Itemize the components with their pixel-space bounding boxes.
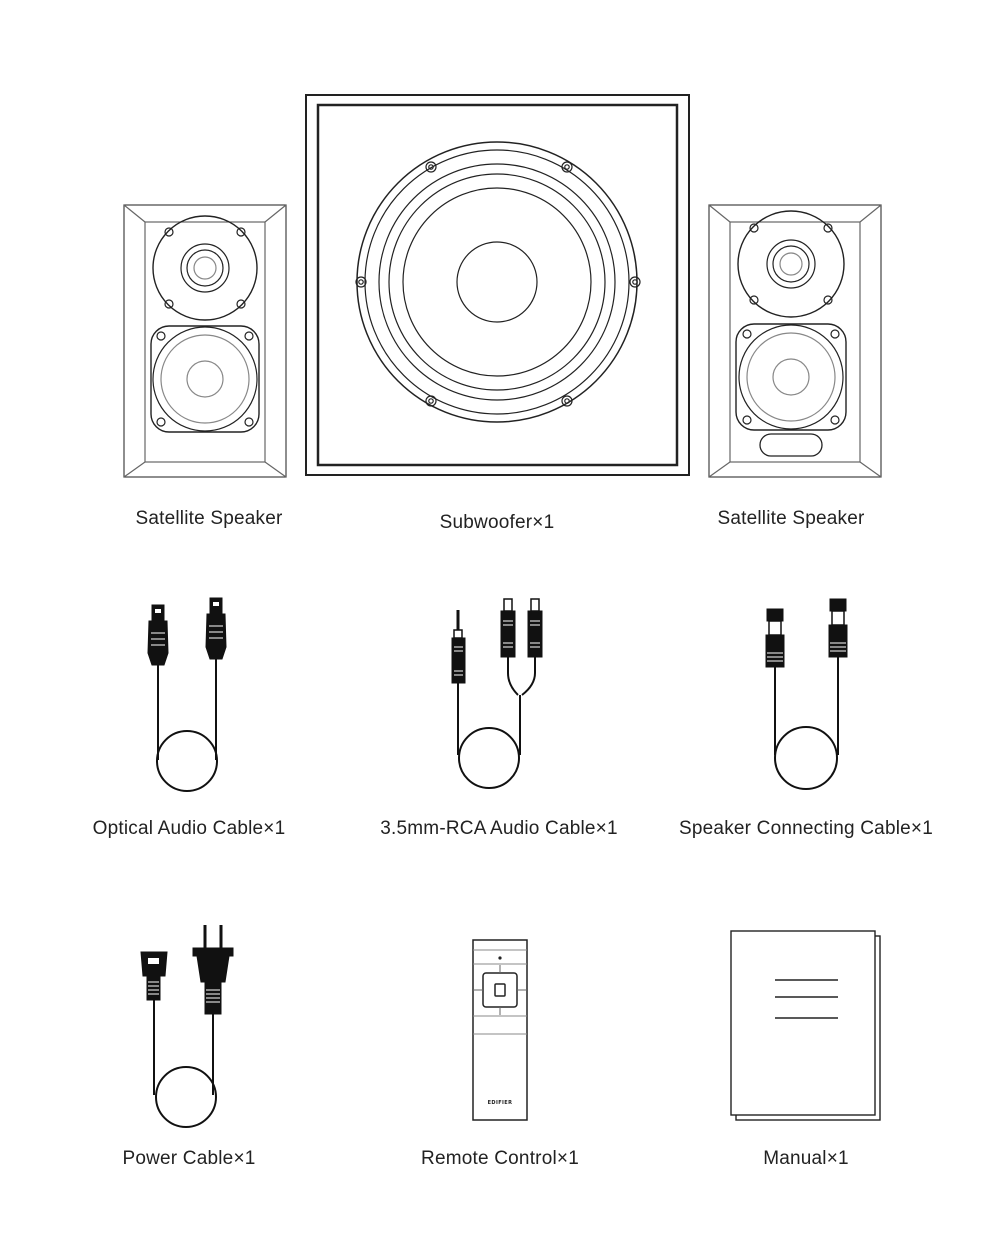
speaker-connecting-cable xyxy=(755,595,865,795)
remote-control-label: Remote Control×1 xyxy=(421,1148,579,1169)
satellite-speaker-left-label: Satellite Speaker xyxy=(135,508,283,529)
remote-brand-logo: EDIFIER xyxy=(487,1100,513,1106)
subwoofer-label: Subwoofer×1 xyxy=(439,512,555,533)
power-cable-label: Power Cable×1 xyxy=(122,1148,256,1169)
speaker-connecting-cable-label: Speaker Connecting Cable×1 xyxy=(679,818,933,839)
rca-audio-cable xyxy=(440,595,560,795)
satellite-speaker-right xyxy=(708,204,882,478)
subwoofer xyxy=(305,94,690,476)
optical-audio-cable-label: Optical Audio Cable×1 xyxy=(92,818,286,839)
manual xyxy=(730,930,882,1122)
optical-audio-cable xyxy=(135,595,245,792)
satellite-speaker-left xyxy=(123,204,287,478)
rca-audio-cable-label: 3.5mm-RCA Audio Cable×1 xyxy=(380,818,618,839)
remote-control: EDIFIER xyxy=(470,938,530,1122)
manual-label: Manual×1 xyxy=(763,1148,849,1169)
satellite-speaker-right-label: Satellite Speaker xyxy=(717,508,865,529)
power-cable xyxy=(135,920,245,1128)
